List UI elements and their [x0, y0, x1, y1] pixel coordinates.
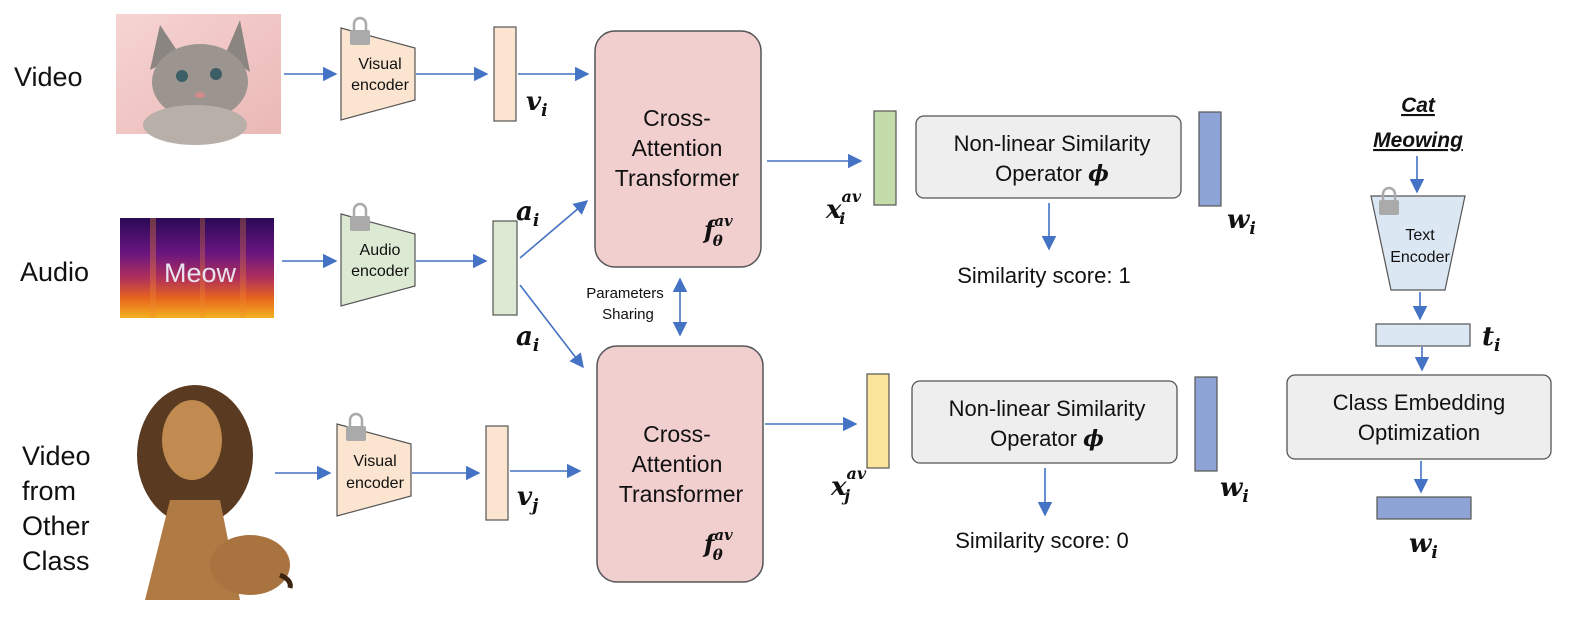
transformer-label-2: Attention: [632, 135, 723, 161]
v-i-vector: [493, 26, 517, 122]
lion-image: [137, 385, 293, 600]
operator-label-2: Operator ϕ: [995, 161, 1109, 187]
row-label-other-3: Other: [22, 511, 90, 541]
audio-encoder-label-2: encoder: [351, 263, 409, 280]
lock-icon: [350, 16, 370, 45]
w-i-label-right: wi: [1409, 529, 1438, 563]
class-text-line-1: Cat: [1401, 94, 1436, 117]
v-j-label: vj: [517, 482, 539, 516]
a-i-vector: [492, 220, 518, 316]
transformer-label-1: Cross-: [643, 421, 711, 447]
visual-encoder-bottom: Visual encoder: [336, 412, 412, 517]
w-i-label-bottom: wi: [1220, 473, 1249, 507]
row-label-video: Video: [14, 62, 83, 92]
transformer-label-3: Transformer: [619, 481, 744, 507]
row-label-other-2: from: [22, 476, 76, 506]
arrow-ai-to-bottom-transformer: [519, 284, 584, 369]
class-opt-label-2: Optimization: [1358, 420, 1480, 445]
t-i-vector: [1375, 323, 1471, 347]
t-i-label: ti: [1482, 322, 1500, 356]
audio-encoder: Audio encoder: [340, 202, 416, 307]
arrow-ai-to-top-transformer: [519, 200, 589, 259]
spectrogram-text: Meow: [164, 258, 237, 288]
w-i-label-top: wi: [1227, 205, 1256, 239]
visual-encoder-label-1: Visual: [353, 453, 396, 470]
parameters-sharing-label-2: Sharing: [602, 306, 654, 323]
text-encoder: Text Encoder: [1370, 186, 1466, 291]
operator-label-2: Operator ϕ: [990, 426, 1104, 452]
similarity-operator-bottom: Non-linear Similarity Operator ϕ: [911, 380, 1178, 464]
similarity-score-top: Similarity score: 1: [957, 263, 1131, 288]
transformer-label-1: Cross-: [643, 105, 711, 131]
text-encoder-label-2: Encoder: [1390, 249, 1450, 266]
transformer-label-3: Transformer: [615, 165, 740, 191]
row-label-audio: Audio: [20, 257, 89, 287]
w-i-vector-bottom: [1194, 376, 1218, 472]
visual-encoder-label-2: encoder: [346, 475, 404, 492]
similarity-score-bottom: Similarity score: 0: [955, 528, 1129, 553]
visual-encoder-label-1: Visual: [358, 56, 401, 73]
x-j-av-vector: [866, 373, 890, 469]
cat-image: [116, 14, 281, 145]
w-i-vector-right: [1376, 496, 1472, 520]
v-i-label: vi: [526, 87, 548, 121]
visual-encoder-label-2: encoder: [351, 77, 409, 94]
row-label-other-1: Video: [22, 441, 91, 471]
lock-icon: [1379, 186, 1399, 215]
class-opt-label-1: Class Embedding: [1333, 390, 1505, 415]
class-embedding-optimization: Class Embedding Optimization: [1286, 374, 1552, 460]
parameters-sharing-label-1: Parameters: [586, 285, 664, 302]
a-i-label-top: ai: [516, 197, 539, 231]
x-i-av-vector: [873, 110, 897, 206]
flow-arrows: [275, 66, 1430, 517]
operator-label-1: Non-linear Similarity: [949, 396, 1146, 421]
similarity-operator-top: Non-linear Similarity Operator ϕ: [915, 115, 1182, 199]
transformer-label-2: Attention: [632, 451, 723, 477]
lock-icon: [350, 202, 370, 231]
audio-encoder-label-1: Audio: [360, 242, 401, 259]
class-text-line-2: Meowing: [1373, 129, 1463, 152]
a-i-label-bottom: ai: [516, 322, 539, 356]
v-j-vector: [485, 425, 509, 521]
row-label-other-4: Class: [22, 546, 90, 576]
text-encoder-label-1: Text: [1405, 227, 1435, 244]
w-i-vector-top: [1198, 111, 1222, 207]
lock-icon: [346, 412, 366, 441]
spectrogram-image: Meow: [120, 218, 274, 318]
operator-label-1: Non-linear Similarity: [954, 131, 1151, 156]
visual-encoder-top: Visual encoder: [340, 16, 416, 121]
